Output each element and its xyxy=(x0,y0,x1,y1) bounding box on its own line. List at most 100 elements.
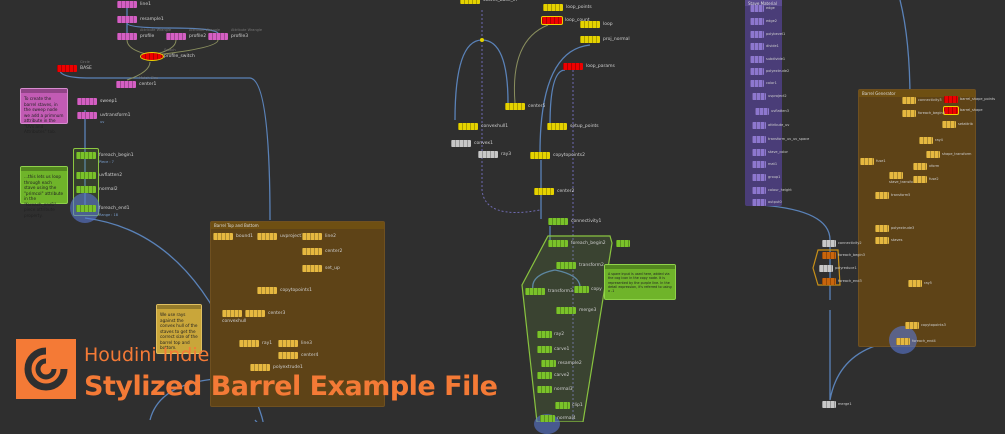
node-loop-points[interactable]: loop_points xyxy=(543,4,592,11)
node-label: transform3 xyxy=(548,289,573,294)
node-polybevel1[interactable]: polybevel1 xyxy=(750,31,785,38)
node-foreach-begin4[interactable]: foreach_begin4 xyxy=(902,110,945,117)
node-polyextrude1[interactable]: polyextrude1 xyxy=(250,364,303,371)
node-convex1[interactable]: convex1 xyxy=(451,140,493,147)
node-ray1[interactable]: ray1 xyxy=(239,340,272,347)
node-stave-transform[interactable]: stave_transform xyxy=(889,172,917,184)
node-uvproject1[interactable]: uvproject1 xyxy=(257,233,304,240)
node-ray5[interactable]: ray5 xyxy=(908,280,932,287)
node-copytopoints2[interactable]: copytopoints2 xyxy=(530,152,585,159)
node-xform[interactable]: xform xyxy=(913,163,939,170)
node-center2[interactable]: center2 xyxy=(302,248,342,255)
node-polyreduce1[interactable]: polyreduce1 xyxy=(819,265,857,272)
node-ray4[interactable]: ray4 xyxy=(919,137,943,144)
node-carve2[interactable]: carve2 xyxy=(537,372,569,379)
node-barrel-shape-points[interactable]: barrel_shape_points xyxy=(944,96,995,103)
node-bound1[interactable]: bound1 xyxy=(213,233,253,240)
node-copytopoints1[interactable]: copytopoints1 xyxy=(257,287,312,294)
node-output0[interactable]: output0 xyxy=(752,199,782,206)
node-normal3[interactable]: normal3 xyxy=(537,386,573,393)
node-stave-color[interactable]: stave_color xyxy=(752,149,788,156)
node-attribute-uv[interactable]: attribute_uv xyxy=(752,122,789,129)
node-edge2[interactable]: edge2 xyxy=(750,18,777,25)
node-line3[interactable]: line3 xyxy=(278,340,312,347)
node-merge3[interactable]: merge3 xyxy=(556,307,596,314)
node-barrel-shape[interactable]: barrel_shape xyxy=(943,106,983,115)
node-center4[interactable]: center4 xyxy=(278,352,318,359)
node-connectivity2[interactable]: connectivity2 xyxy=(822,240,862,247)
node-copytopoints3[interactable]: copytopoints3 xyxy=(905,322,946,329)
node-foreach-meta[interactable] xyxy=(616,240,630,247)
node-proj-normal[interactable]: proj_normal xyxy=(580,36,630,43)
node-group1[interactable]: group1 xyxy=(752,174,780,181)
node-staves[interactable]: staves xyxy=(875,237,902,244)
node-line2[interactable]: line2 xyxy=(302,233,336,240)
node-polyextrude2[interactable]: polyextrude2 xyxy=(750,68,789,75)
note-staves[interactable]: To create the barrel staves, in the swee… xyxy=(20,88,68,134)
frame-barrel-generator[interactable]: Barrel Generator xyxy=(858,89,976,347)
node-loop[interactable]: loop xyxy=(580,21,613,28)
node-fuse1[interactable]: fuse1 xyxy=(860,158,886,165)
node-staves-base-in[interactable]: staves_base_in xyxy=(460,0,517,4)
node-normal4[interactable]: normal4 xyxy=(540,415,576,422)
node-connectivity3[interactable]: connectivity3 xyxy=(902,97,942,104)
node-convexhull1[interactable]: convexhull1 xyxy=(458,123,508,130)
node-foreach-end4[interactable]: foreach_end4 xyxy=(896,338,936,345)
node-set-up[interactable]: set_up xyxy=(302,265,340,272)
note-loop[interactable]: ...this lets us loop through each stave … xyxy=(20,166,68,218)
node-subdivide1[interactable]: subdivide1 xyxy=(750,56,785,63)
node-normal2[interactable]: normal2 xyxy=(76,186,118,193)
node-carve1[interactable]: carve1 xyxy=(537,346,569,353)
node-fuse2[interactable]: fuse2 xyxy=(913,176,939,183)
note-spare-input[interactable]: A spare input is used here, added via th… xyxy=(604,264,676,300)
node-divide1[interactable]: divide1 xyxy=(750,43,779,50)
node-copy[interactable]: copy xyxy=(574,286,602,293)
node-loop-count[interactable]: loop_count xyxy=(541,16,590,25)
node-resample2[interactable]: resample2 xyxy=(541,360,582,367)
node-convexhull[interactable]: convexhull xyxy=(222,310,246,324)
node-label: stave_color xyxy=(768,150,788,154)
node-center2b[interactable]: center2 xyxy=(534,188,574,195)
node-transform5[interactable]: transform5 xyxy=(875,192,910,199)
node-connectivity1[interactable]: connectivity1 xyxy=(548,218,601,225)
node-uvflatten2[interactable]: uvflatten2 xyxy=(76,172,122,179)
node-clip1[interactable]: clip1 xyxy=(555,402,583,409)
node-center3[interactable]: center3 xyxy=(245,310,285,317)
node-transform3[interactable]: transform3 xyxy=(525,288,573,295)
node-ray3[interactable]: ray3 xyxy=(478,151,511,158)
note-rays[interactable]: We use rays against the convex hull of t… xyxy=(156,304,202,354)
node-transform2[interactable]: transform2 xyxy=(556,262,604,269)
node-polyextrude3[interactable]: polyextrude3 xyxy=(875,225,914,232)
node-uvflatten3[interactable]: uvflatten3 xyxy=(755,108,789,115)
node-edge[interactable]: edge xyxy=(750,5,775,12)
node-uvproject2[interactable]: uvproject2 xyxy=(752,93,787,100)
node-mat1[interactable]: mat1 xyxy=(752,161,777,168)
node-color1[interactable]: color1 xyxy=(750,80,777,87)
node-foreach-end3[interactable]: foreach_end3 xyxy=(822,278,862,285)
node-resample1[interactable]: resample1 xyxy=(117,16,164,23)
node-shape-transform[interactable]: shape_transform xyxy=(926,151,971,158)
node-colour-height[interactable]: colour_height xyxy=(752,187,792,194)
node-line1[interactable]: line1 xyxy=(117,1,151,8)
node-merge1[interactable]: merge1 xyxy=(822,401,852,408)
node-foreach-begin3[interactable]: foreach_begin3 xyxy=(822,252,865,259)
node-foreach-begin2[interactable]: foreach_begin2 xyxy=(548,240,606,247)
node-sweep1[interactable]: sweep1 xyxy=(77,98,117,105)
node-ray2[interactable]: ray2 xyxy=(537,331,564,338)
node-setattrib[interactable]: setattrib xyxy=(942,121,973,128)
wire xyxy=(539,44,591,154)
node-setup-points[interactable]: setup_points xyxy=(547,123,599,130)
node-label: fuse2 xyxy=(929,177,939,181)
node-transform-uv[interactable]: transform_uv_uv_space xyxy=(752,136,809,143)
node-loop-params[interactable]: loop_params xyxy=(563,63,615,70)
node-center5[interactable]: center5 xyxy=(505,103,545,110)
